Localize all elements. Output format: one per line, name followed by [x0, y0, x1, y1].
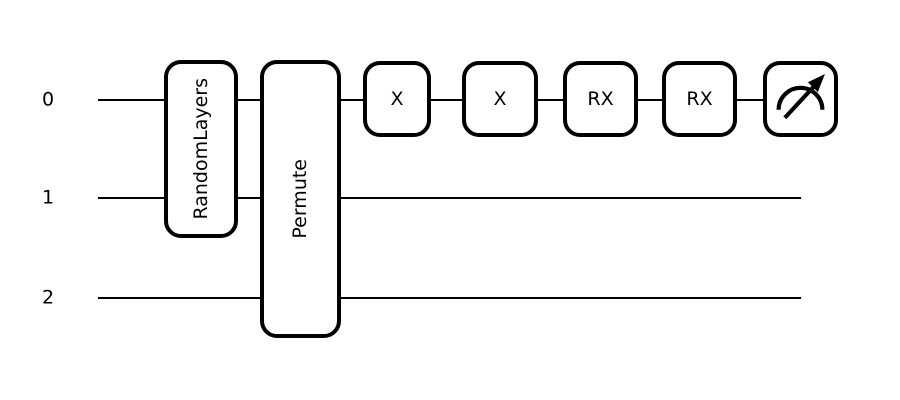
wire-label-2: 2: [41, 286, 55, 309]
gate-paulix-box[interactable]: X: [363, 61, 431, 137]
wire-connector: [238, 99, 260, 101]
wire-label-0: 0: [41, 88, 55, 111]
gate-label: X: [390, 87, 404, 110]
gate-label: Permute: [289, 159, 311, 239]
gate-label: RX: [587, 87, 614, 110]
qubit-wire-1: [98, 197, 801, 199]
wire-connector: [238, 197, 260, 199]
wire-label-1: 1: [41, 186, 55, 209]
gate-label: X: [493, 87, 507, 110]
gate-label: RandomLayers: [189, 78, 212, 220]
wire-connector: [638, 99, 662, 101]
wire-connector: [431, 99, 462, 101]
gate-rx-box[interactable]: RX: [662, 61, 737, 137]
qubit-wire-2: [98, 297, 801, 299]
gate-permute-box[interactable]: Permute: [260, 60, 341, 338]
wire-connector: [737, 99, 763, 101]
measure-icon: [776, 73, 825, 120]
gate-measurement-box[interactable]: [763, 61, 838, 137]
wire-connector: [538, 99, 563, 101]
wire-connector: [341, 99, 363, 101]
gate-label: RX: [686, 87, 713, 110]
gate-rx-box[interactable]: RX: [563, 61, 638, 137]
gate-paulix-box[interactable]: X: [462, 61, 538, 137]
gate-randomlayers-box[interactable]: RandomLayers: [164, 60, 238, 238]
